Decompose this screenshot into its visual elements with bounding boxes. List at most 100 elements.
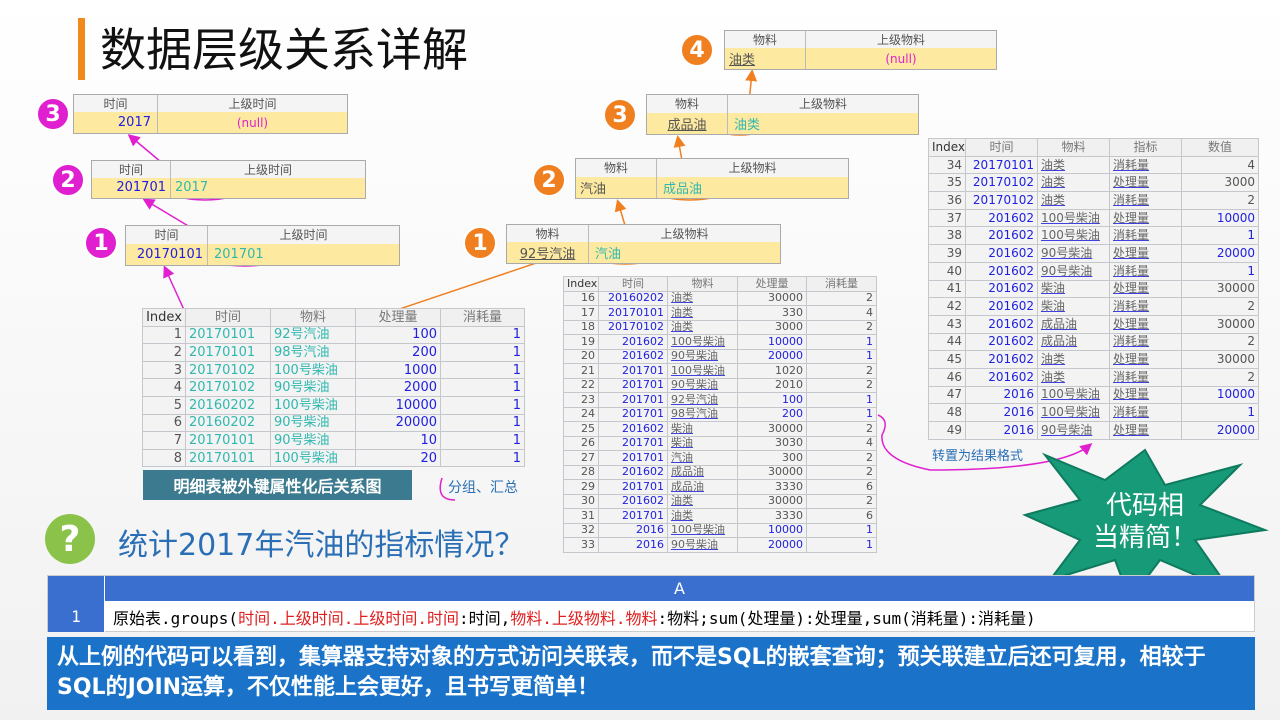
table-cell: 6: [806, 508, 877, 524]
table-cell: 201602: [965, 208, 1038, 228]
table-cell: 2016: [965, 385, 1038, 405]
table-cell: 20160202: [185, 395, 271, 415]
header-time: 时间: [92, 161, 171, 178]
column-header: 物料: [270, 308, 356, 327]
header-parent-material: 上级物料: [660, 227, 709, 242]
table-cell: 20160202: [185, 413, 271, 433]
table-cell: 2: [1181, 332, 1259, 352]
code-segment: 物料.上级物料.物料: [510, 608, 658, 628]
cell-parent-material: 油类: [734, 117, 761, 133]
table-cell: 100号柴油: [667, 522, 738, 538]
transpose-note: 转置为结果格式: [932, 449, 1024, 464]
table-cell: 1: [440, 343, 525, 362]
table-cell: 1: [440, 431, 525, 450]
table-cell: 1: [1181, 403, 1259, 422]
table-cell: 10000: [1181, 208, 1259, 228]
header-parent-time: 上级时间: [228, 97, 277, 112]
table-cell: 成品油: [1037, 314, 1110, 334]
table-cell: 30000: [737, 464, 807, 480]
cell-material: 成品油: [647, 112, 728, 134]
table-cell: 成品油: [1037, 332, 1110, 352]
code-segment: :时间,: [458, 608, 511, 628]
table-cell: 1: [440, 448, 525, 468]
table-cell: 90号柴油: [1037, 421, 1110, 440]
material-level-3-table: 物料上级物料 成品油油类: [646, 94, 919, 135]
table-cell: 柴油: [667, 421, 738, 437]
table-cell: 2: [806, 464, 877, 480]
callout-line-2: 当精简！: [1092, 523, 1197, 553]
table-cell: 消耗量: [1109, 367, 1182, 387]
table-cell: 37: [928, 208, 966, 228]
row-header-1[interactable]: 1: [48, 601, 105, 632]
table-cell: 1: [806, 537, 877, 553]
table-cell: 2: [142, 343, 186, 362]
table-cell: 24: [563, 406, 599, 422]
table-cell: 20: [355, 448, 441, 468]
table-cell: 2000: [355, 378, 441, 397]
table-cell: 4: [142, 378, 186, 397]
table-cell: 10000: [737, 334, 807, 350]
table-cell: 油类: [667, 305, 738, 321]
table-cell: 201602: [965, 332, 1038, 352]
column-header: 处理量: [737, 276, 807, 292]
table-cell: 10000: [737, 522, 807, 538]
group-note: 分组、汇总: [448, 480, 518, 496]
header-time: 时间: [74, 95, 158, 113]
code-segment: 时间.上级时间.上级时间.时间: [238, 608, 459, 628]
cell-parent-time: 201701: [214, 246, 264, 262]
table-cell: 201602: [965, 226, 1038, 246]
table-cell: 20000: [737, 348, 807, 364]
table-cell: 90号柴油: [270, 413, 356, 433]
table-cell: 2: [806, 377, 877, 393]
time-level-3-table: 时间上级时间 2017(null): [73, 94, 348, 134]
table-cell: 5: [142, 395, 186, 415]
column-header: 物料: [667, 276, 738, 292]
table-cell: 2: [1181, 367, 1259, 387]
code-cell-a1[interactable]: 原始表.groups(时间.上级时间.上级时间.时间:时间,物料.上级物料.物料…: [105, 605, 1036, 629]
table-cell: 3330: [737, 508, 807, 524]
table-cell: 90号柴油: [1037, 244, 1110, 263]
table-cell: 1: [1181, 261, 1259, 281]
table-cell: 41: [928, 279, 966, 299]
starburst-callout: 代码相 当精简！: [1060, 490, 1230, 554]
table-cell: 4: [806, 305, 877, 321]
table-cell: 35: [928, 173, 966, 193]
table-cell: 20170101: [185, 343, 271, 362]
table-cell: 2: [806, 421, 877, 437]
table-cell: 处理量: [1109, 244, 1182, 263]
table-cell: 1020: [737, 363, 807, 379]
table-cell: 43: [928, 314, 966, 334]
table-cell: 处理量: [1109, 173, 1182, 193]
table-cell: 汽油: [667, 450, 738, 466]
table-cell: 201602: [598, 421, 668, 437]
column-header: 消耗量: [806, 276, 877, 292]
table-cell: 7: [142, 431, 186, 450]
table-cell: 10: [355, 431, 441, 450]
title-accent-bar: [78, 18, 85, 80]
table-cell: 20000: [737, 537, 807, 553]
table-cell: 油类: [1037, 155, 1110, 175]
header-material: 物料: [576, 159, 657, 177]
table-cell: 201602: [965, 297, 1038, 316]
table-cell: 98号汽油: [667, 406, 738, 422]
table-cell: 31: [563, 508, 599, 524]
column-header-a[interactable]: A: [674, 579, 685, 598]
table-cell: 消耗量: [1109, 297, 1182, 316]
table-cell: 6: [142, 413, 186, 433]
corner-cell: [48, 576, 105, 601]
table-cell: 20170102: [965, 191, 1038, 210]
